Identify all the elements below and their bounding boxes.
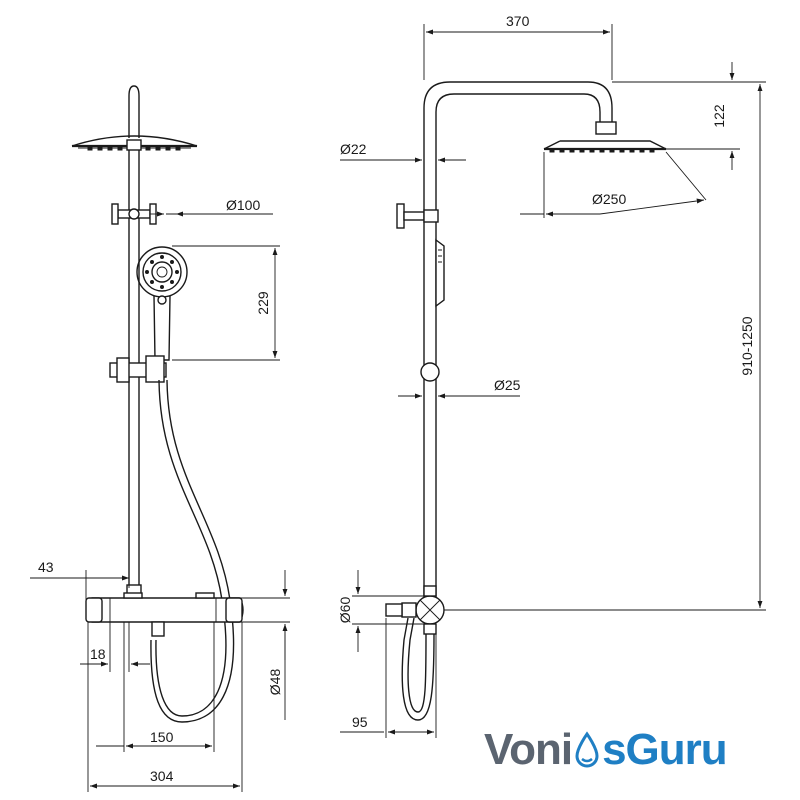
front-view <box>71 85 244 723</box>
vonios-guru-logo: Voni s Guru <box>484 722 728 778</box>
dim-wall-offset: 95 <box>352 714 368 730</box>
hand-shower-front <box>136 246 188 361</box>
dim-adjust-height: 910-1250 <box>739 316 755 375</box>
dim-arm-reach: 370 <box>506 13 530 29</box>
dim-hand-shower-diameter: Ø100 <box>226 197 260 213</box>
dim-total-width: 304 <box>150 768 174 784</box>
dimension-labels: Ø100 229 43 Ø48 18 150 304 370 Ø22 122 Ø… <box>38 13 755 784</box>
logo-text-guru: Guru <box>625 725 728 774</box>
logo-text-voni: Voni <box>484 725 573 774</box>
dim-body-height: Ø60 <box>337 597 353 624</box>
dim-upper-pipe: Ø22 <box>340 141 367 157</box>
slider-holder <box>109 355 167 383</box>
dimension-lines <box>30 24 766 792</box>
dim-lower-pipe: Ø25 <box>494 377 521 393</box>
hand-shower-side <box>435 238 445 308</box>
diverter-knob <box>111 203 157 225</box>
water-drop-icon <box>575 731 599 768</box>
shower-hose-side <box>407 617 427 713</box>
riser-top-cap <box>128 85 140 138</box>
overhead-shower-head-front <box>71 135 198 151</box>
dim-head-height: 122 <box>711 104 727 128</box>
overhead-shower-head-side <box>543 140 667 153</box>
mixer-body-side <box>385 585 445 635</box>
dim-left-offset: 43 <box>38 559 54 575</box>
logo-text-s: s <box>602 725 627 774</box>
dim-hand-shower-height: 229 <box>255 291 271 315</box>
slider-ball <box>420 362 440 382</box>
shower-arm <box>423 81 613 600</box>
dim-head-diameter: Ø250 <box>592 191 626 207</box>
dim-body-diameter: Ø48 <box>267 669 283 696</box>
diverter-knob-side <box>396 203 439 229</box>
dim-inlet-spacing: 150 <box>150 729 174 745</box>
dim-outlet-offset: 18 <box>90 646 106 662</box>
side-view <box>385 81 667 721</box>
shower-hose <box>155 379 227 717</box>
